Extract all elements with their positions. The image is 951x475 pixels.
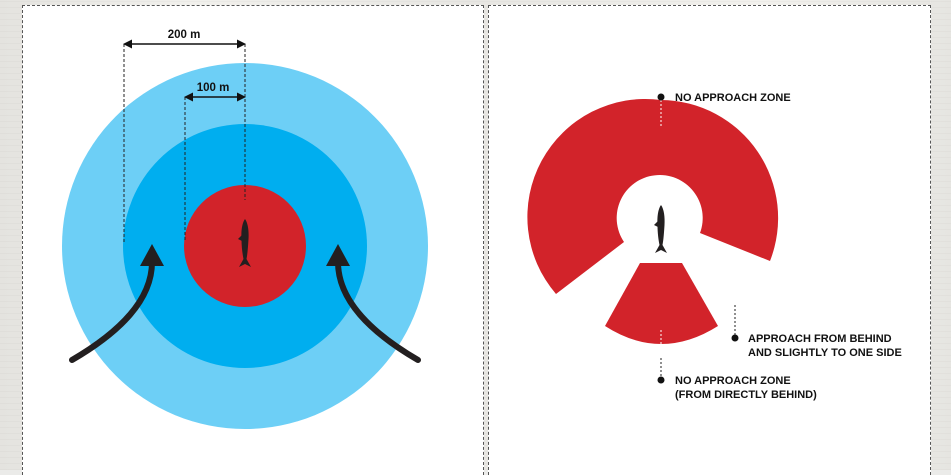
approach-label-line2: AND SLIGHTLY TO ONE SIDE [748,347,902,359]
behind-zone-label-line2: (FROM DIRECTLY BEHIND) [675,389,817,401]
top-zone-label: NO APPROACH ZONE [675,92,791,104]
approach-label-line1: APPROACH FROM BEHIND [748,333,892,345]
whale-icon [654,205,667,253]
no-approach-zones [527,99,778,344]
approach-callout: APPROACH FROM BEHIND AND SLIGHTLY TO ONE… [732,305,902,359]
behind-zone-label-line1: NO APPROACH ZONE [675,375,791,387]
dim-200m-label: 200 m [168,29,201,41]
dim-100m-label: 100 m [197,82,230,94]
